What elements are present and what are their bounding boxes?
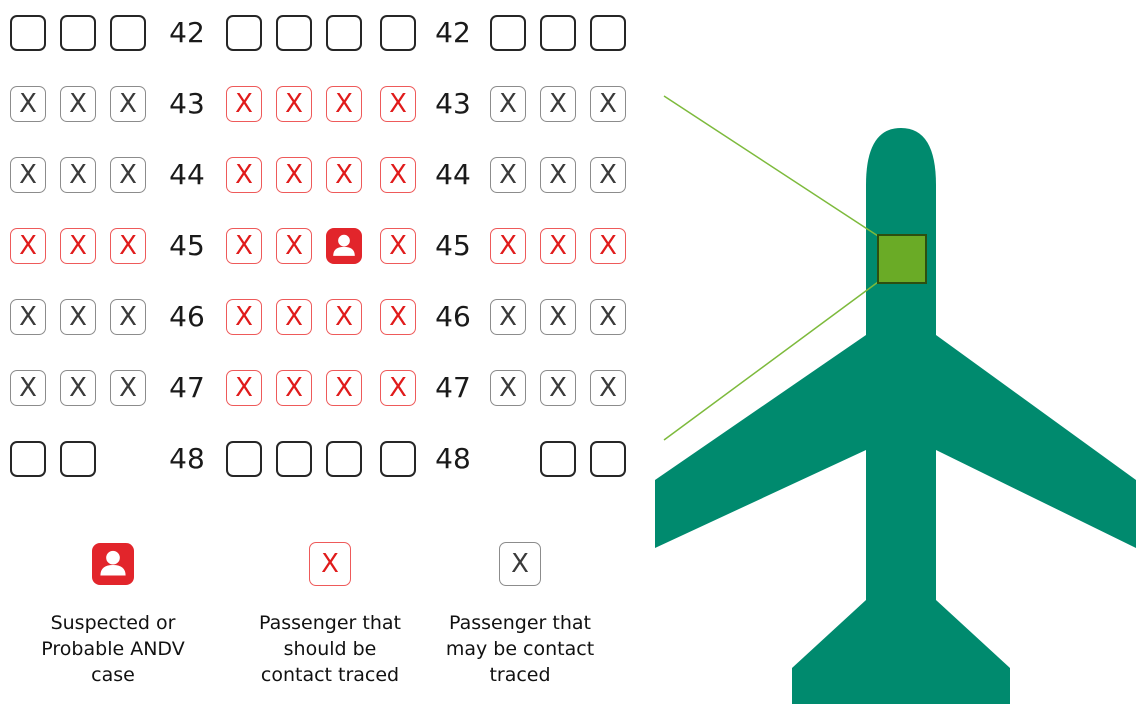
connector-line-top (664, 96, 878, 236)
person-icon (92, 543, 134, 585)
legend-icon-case (92, 543, 134, 585)
legend-icon-traced-may: X (499, 542, 541, 586)
x-mark-icon: X (310, 543, 350, 585)
legend-label: Suspected or Probable ANDV case (13, 610, 213, 688)
legend-label: Passenger that should be contact traced (230, 610, 430, 688)
legend-label: Passenger that may be contact traced (420, 610, 620, 688)
airplane-tail (792, 600, 1010, 704)
legend-icon-traced-should: X (309, 542, 351, 586)
x-mark-icon: X (500, 543, 540, 585)
seat-area-highlight (878, 235, 926, 283)
